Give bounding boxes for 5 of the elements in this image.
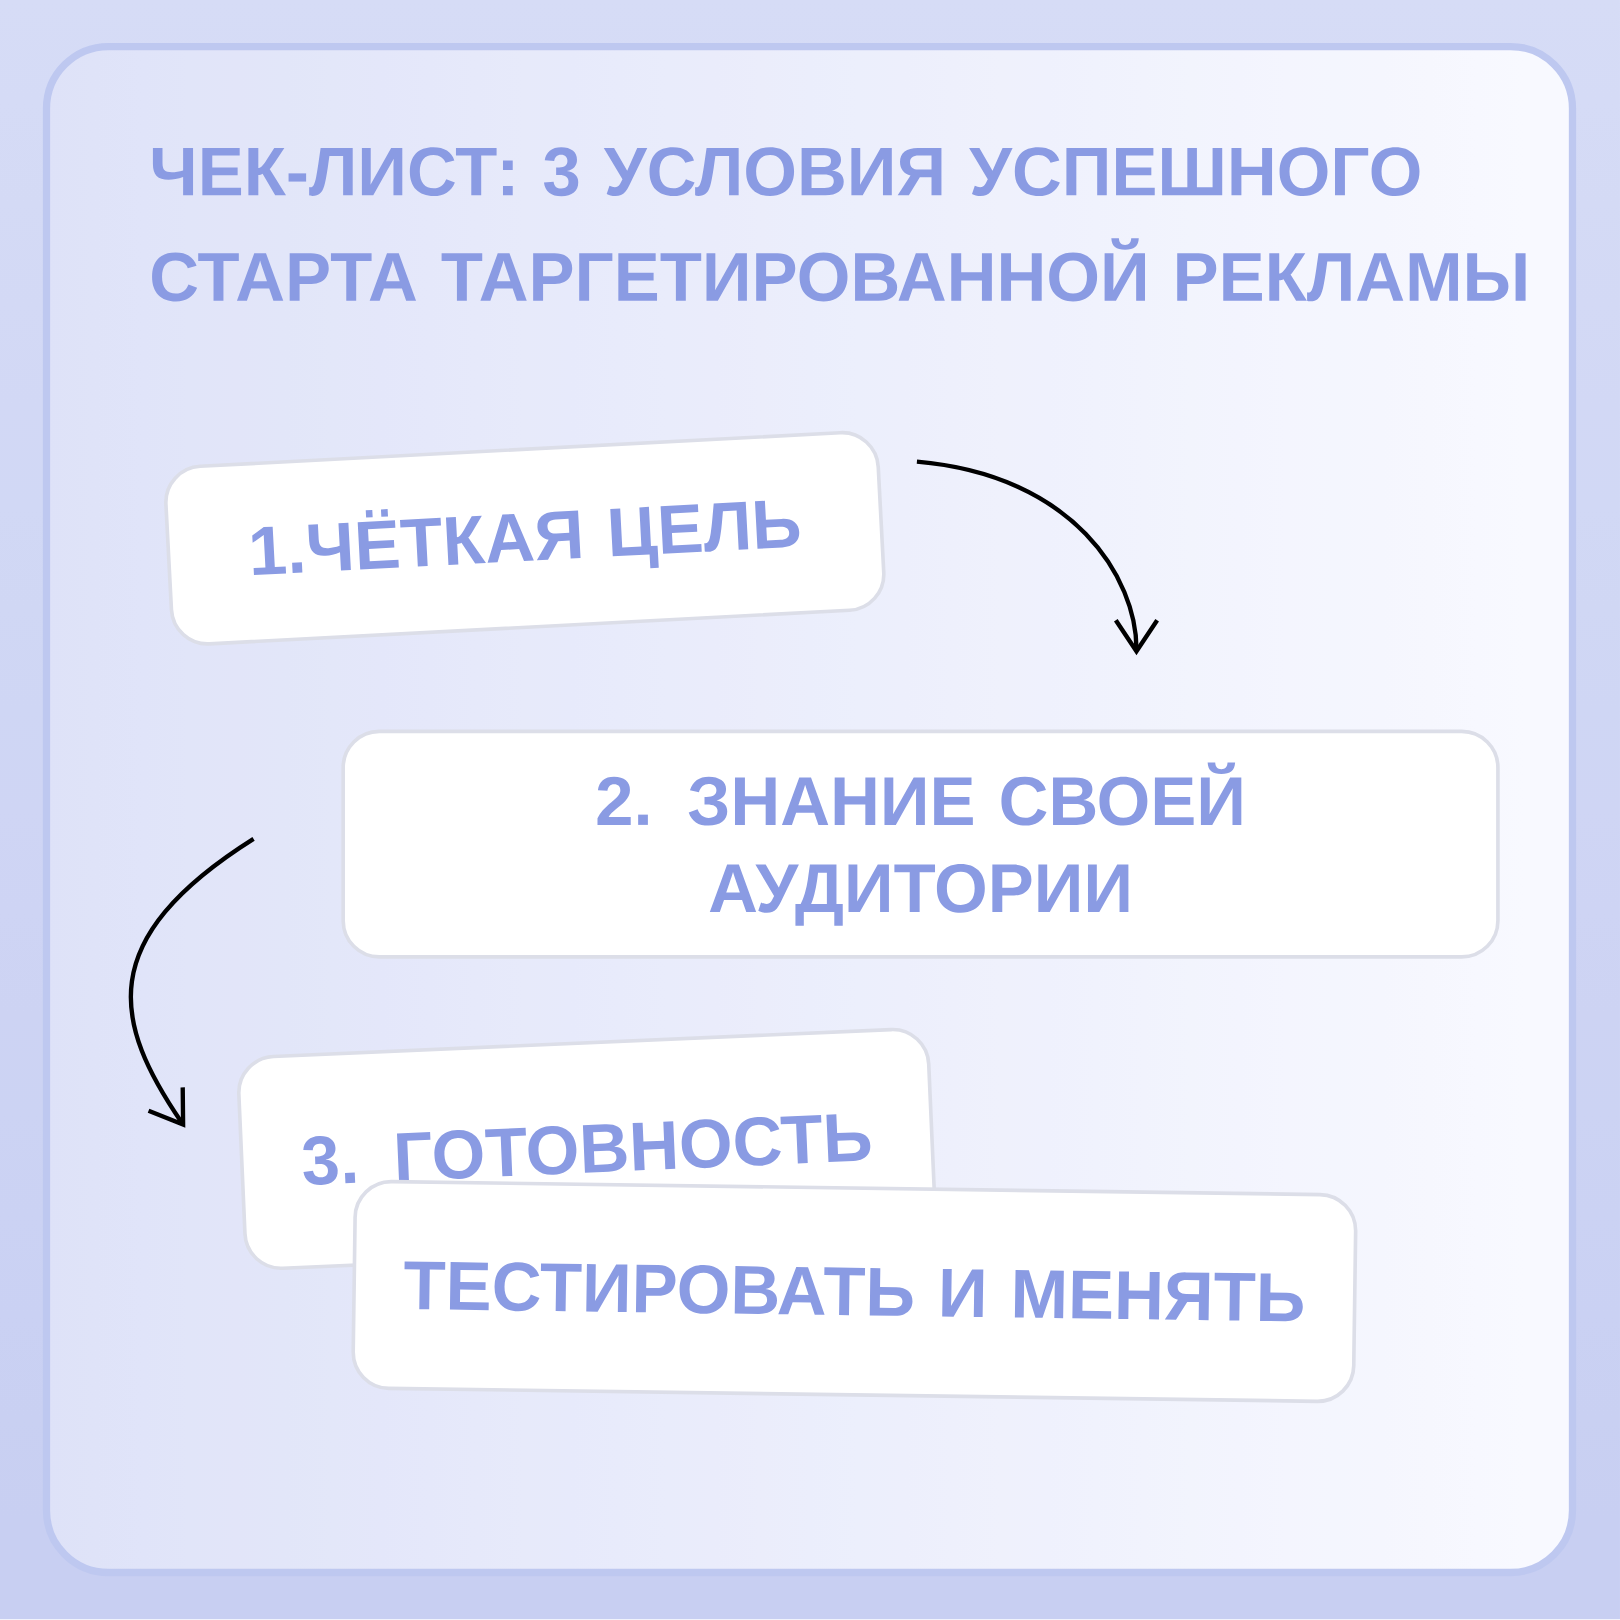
curved-arrow [128, 837, 255, 1128]
step-card: 2. ЗНАНИЕ СВОЕЙ АУДИТОРИИ [341, 729, 1500, 959]
curved-arrow [916, 459, 1159, 656]
step-card: 1.ЧЁТКАЯ ЦЕЛЬ [164, 430, 886, 646]
title: ЧЕК-ЛИСТ: 3 УСЛОВИЯ УСПЕШНОГО СТАРТА ТАРГЕТИРОВАННОЙ РЕКЛАМЫ [152, 147, 1526, 302]
